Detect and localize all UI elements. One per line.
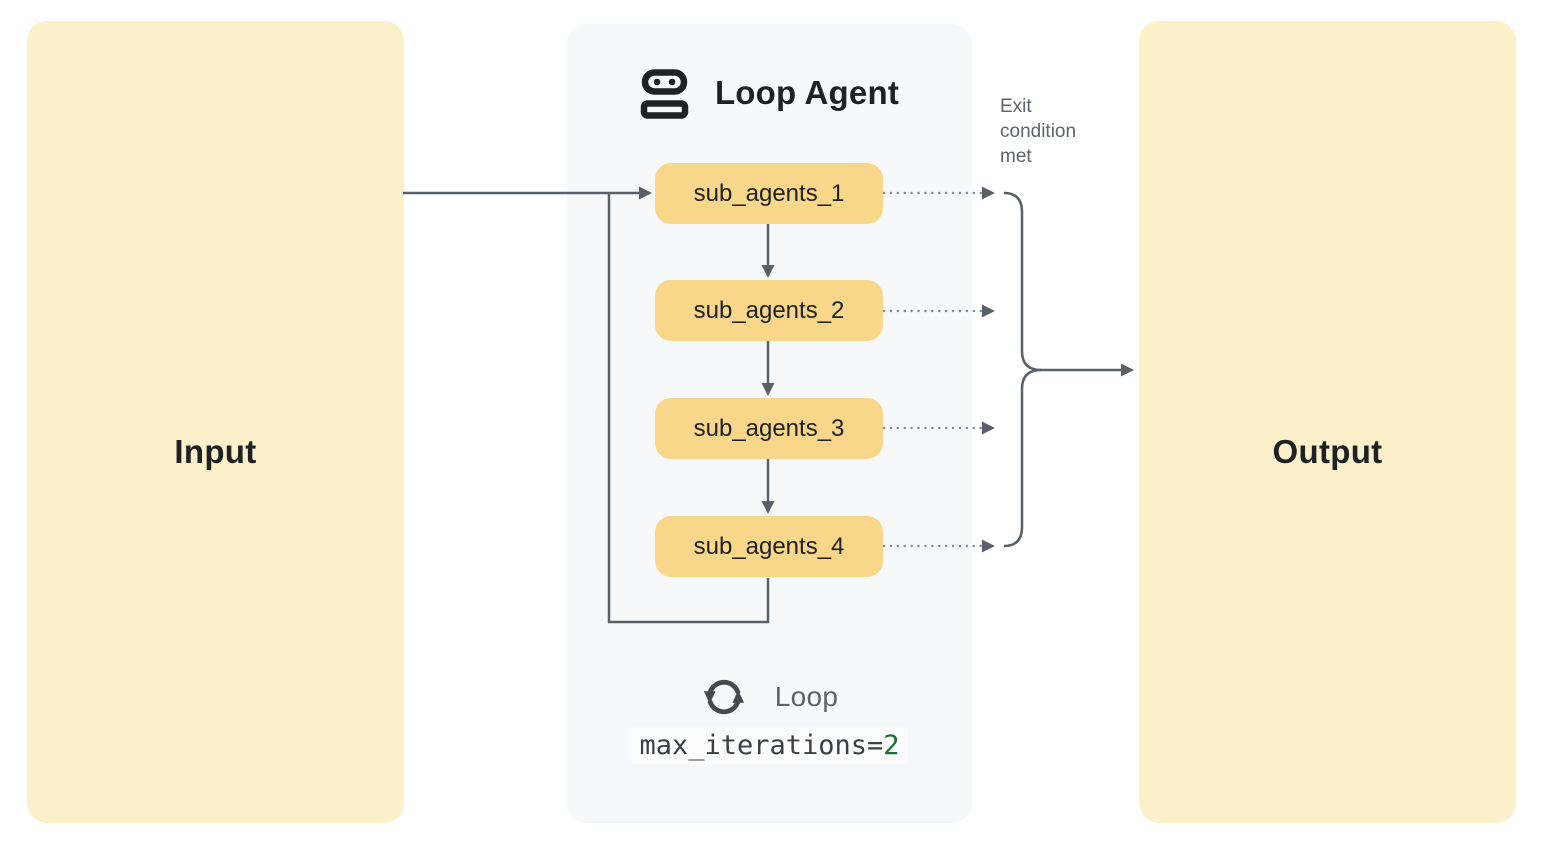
- max-iterations-code: max_iterations=2: [631, 727, 908, 764]
- exit-condition-label: Exit condition met: [1000, 96, 1077, 167]
- max-iterations-row: max_iterations=2: [567, 727, 972, 764]
- loop-icon: [701, 674, 747, 720]
- exit-brace-top: [1003, 191, 1042, 372]
- sub-agent-label-2: sub_agents_2: [693, 296, 845, 324]
- loop-label: Loop: [774, 681, 839, 712]
- exit-brace-bottom: [1003, 368, 1042, 548]
- output-box: Output: [1139, 21, 1516, 823]
- sub-agent-label-1: sub_agents_1: [693, 179, 845, 207]
- loop-footer: Loop: [567, 672, 972, 722]
- sub-agent-box-1: sub_agents_1: [655, 163, 883, 224]
- robot-icon: [640, 66, 689, 120]
- code-value: 2: [883, 730, 900, 761]
- sub-agent-box-4: sub_agents_4: [655, 516, 883, 577]
- sub-agent-label-3: sub_agents_3: [693, 414, 845, 442]
- input-label: Input: [174, 433, 257, 470]
- code-prefix: max_iterations=: [639, 730, 884, 761]
- sub-agent-box-3: sub_agents_3: [655, 398, 883, 459]
- sub-agent-box-2: sub_agents_2: [655, 280, 883, 341]
- output-label: Output: [1272, 433, 1383, 470]
- sub-agent-label-4: sub_agents_4: [693, 532, 845, 560]
- loop-agent-title: Loop Agent: [714, 74, 900, 111]
- input-box: Input: [27, 21, 404, 823]
- loop-agent-header: Loop Agent: [567, 62, 972, 124]
